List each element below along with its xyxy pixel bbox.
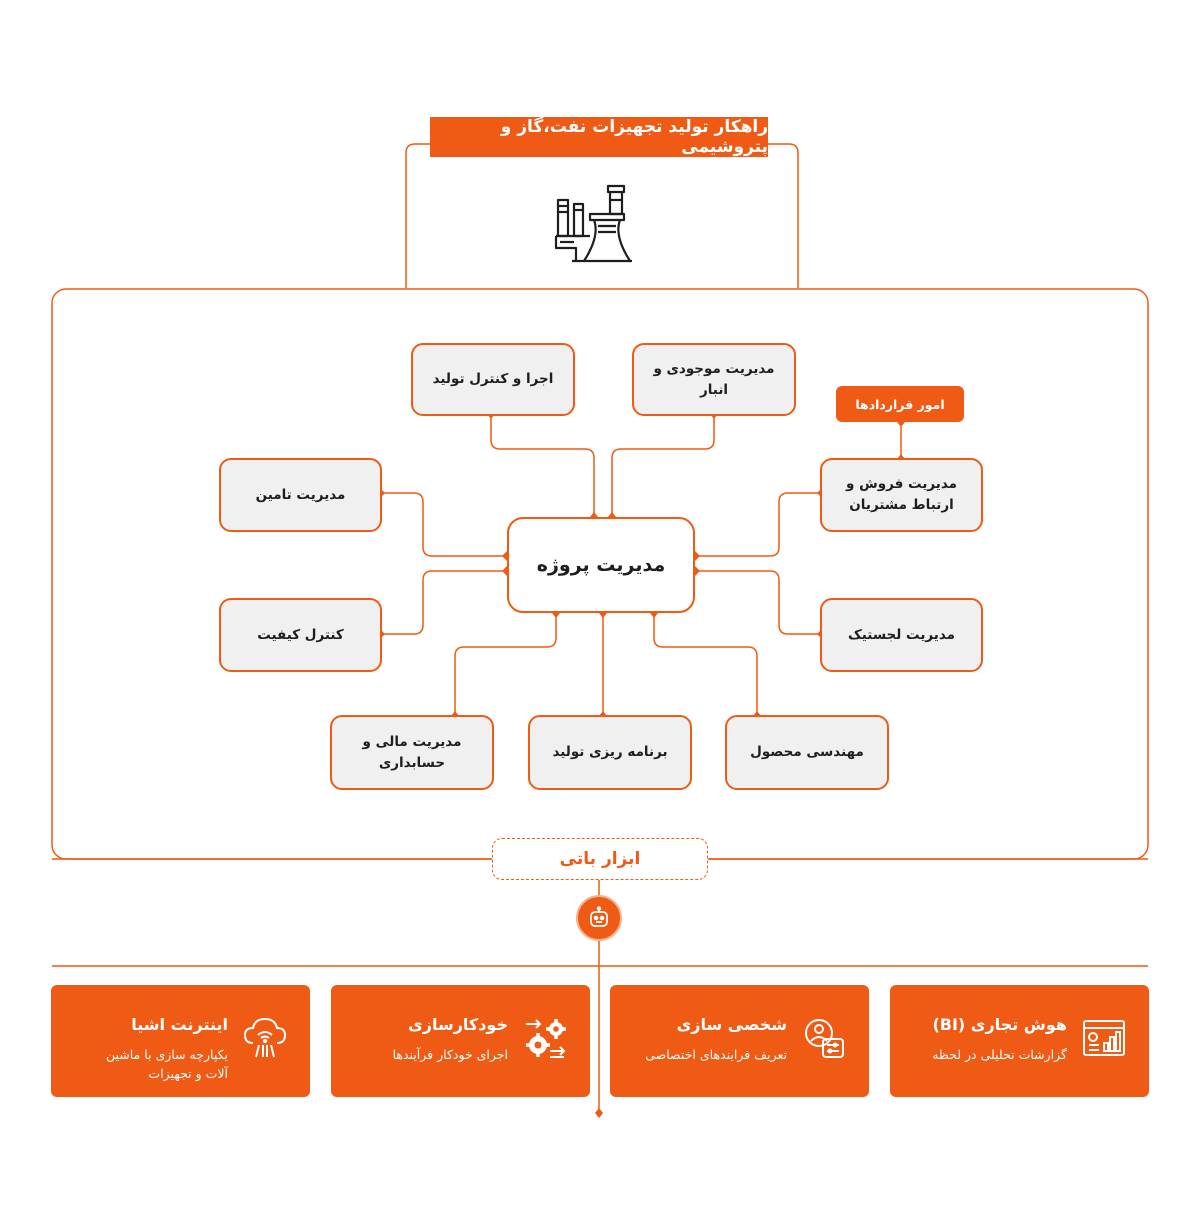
- personalization-icon: [805, 1019, 844, 1058]
- node-sales-crm[interactable]: مدیریت فروش و ارتباط مشتریان: [820, 458, 983, 532]
- bati-tools-label: ابزار باتی: [492, 838, 708, 880]
- card-iot-title: اینترنت اشیا: [131, 1015, 228, 1034]
- node-execution-control[interactable]: اجرا و کنترل تولید: [411, 343, 575, 416]
- card-personalization-title: شخصی سازی: [676, 1015, 787, 1034]
- node-finance-accounting[interactable]: مدیریت مالی و حسابداری: [330, 715, 494, 790]
- node-product-engineering[interactable]: مهندسی محصول: [725, 715, 889, 790]
- project-management-hub[interactable]: مدیریت پروژه: [507, 517, 695, 613]
- card-iot-subtitle: یکپارچه سازی با ماشین آلات و تجهیزات: [106, 1045, 228, 1083]
- bi-dashboard-icon: [1083, 1020, 1125, 1056]
- node-sales-line2: ارتباط مشتریان: [849, 497, 954, 513]
- node-inventory-warehouse[interactable]: مدیریت موجودی و انبار: [632, 343, 796, 416]
- node-sales-line1: مدیریت فروش و: [845, 476, 958, 492]
- contracts-badge[interactable]: امور قراردادها: [836, 386, 964, 422]
- card-automation-subtitle: اجرای خودکار فرآیندها: [392, 1047, 508, 1062]
- node-inventory-line2: انبار: [699, 381, 729, 398]
- card-bi-title: هوش تجاری (BI): [932, 1015, 1067, 1034]
- robot-icon: [576, 895, 622, 941]
- card-iot[interactable]: اینترنت اشیا یکپارچه سازی با ماشین آلات …: [51, 985, 310, 1097]
- node-quality-control[interactable]: کنترل کیفیت: [219, 598, 382, 672]
- factory-icon: [554, 184, 632, 263]
- node-production-planning[interactable]: برنامه ریزی تولید: [528, 715, 692, 790]
- card-business-intelligence[interactable]: هوش تجاری (BI) گزارشات تحلیلی در لحظه: [890, 985, 1149, 1097]
- solution-title: راهکار تولید تجهیزات نفت،گاز و پتروشیمی: [430, 117, 768, 157]
- card-iot-subtitle-line1: یکپارچه سازی با ماشین: [105, 1047, 228, 1062]
- card-automation[interactable]: خودکارسازی اجرای خودکار فرآیندها: [331, 985, 590, 1097]
- card-personalization-subtitle: تعریف فرایندهای اختصاصی: [645, 1047, 787, 1062]
- card-bi-subtitle: گزارشات تحلیلی در لحظه: [932, 1047, 1067, 1062]
- node-finance-line2: حسابداری: [378, 754, 446, 771]
- card-personalization[interactable]: شخصی سازی تعریف فرایندهای اختصاصی: [610, 985, 869, 1097]
- node-logistics-management[interactable]: مدیریت لجستیک: [820, 598, 983, 672]
- card-automation-title: خودکارسازی: [408, 1015, 508, 1034]
- iot-cloud-icon: [243, 1017, 287, 1058]
- node-finance-line1: مدیریت مالی و: [362, 733, 462, 750]
- node-inventory-line1: مدیریت موجودی و: [653, 360, 775, 377]
- automation-gears-icon: [526, 1019, 566, 1058]
- node-supply-management[interactable]: مدیریت تامین: [219, 458, 382, 532]
- card-iot-subtitle-line2: آلات و تجهیزات: [148, 1066, 228, 1081]
